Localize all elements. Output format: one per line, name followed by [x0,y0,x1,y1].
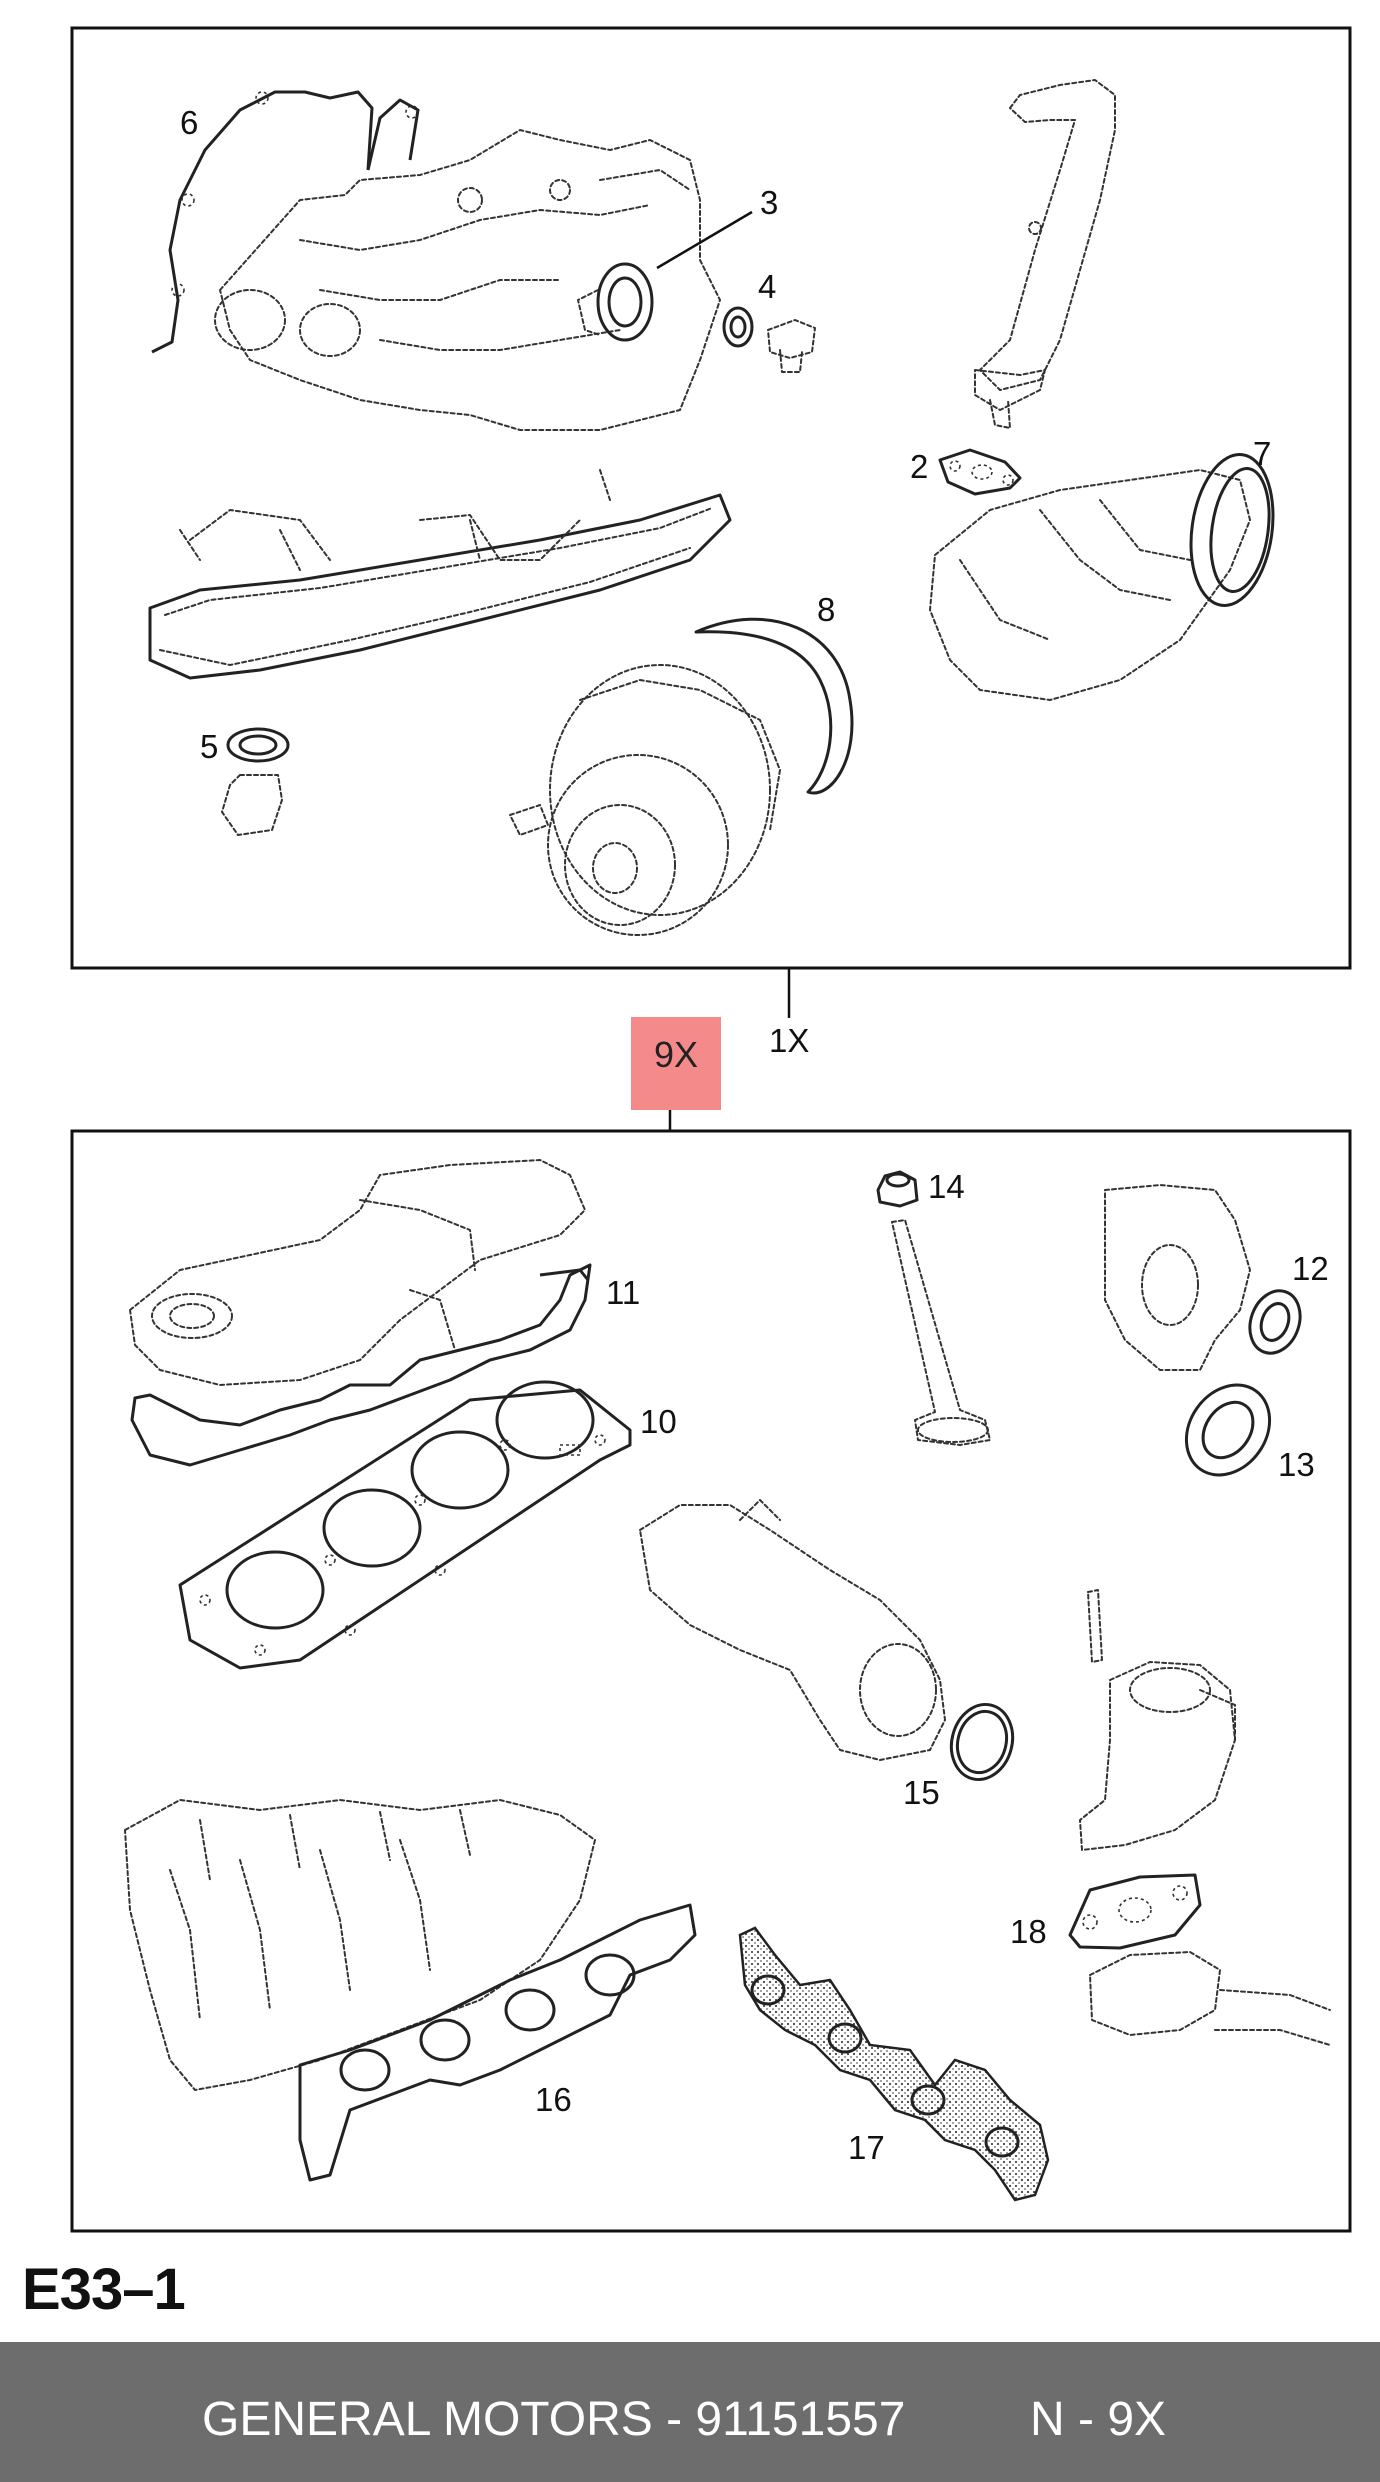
part-head-gasket-10 [178,1380,632,1670]
part-oil-seal-12 [1248,1289,1302,1355]
egr-valve-illustration [1079,1589,1236,1851]
block-corner-illustration [1104,1184,1251,1371]
callout-5: 5 [200,728,218,765]
part-front-oil-seal [577,262,654,342]
footer-reference: N - 9X [1030,2393,1167,2446]
callout-10: 10 [640,1403,677,1440]
egr-mounting-illustration [1089,1951,1331,2046]
part-seal-ring-4 [722,306,816,373]
thermostat-housing-illustration [639,1499,946,1761]
oil-pan-gasket-illustration [148,469,732,680]
callout-4: 4 [758,268,776,305]
upper-kit-quantity-label: 1X [769,1022,809,1059]
lower-kit-quantity-highlight [631,1017,721,1110]
footer-brand-part-number: GENERAL MOTORS - 91151557 [202,2393,906,2446]
part-oil-seal-13 [1184,1383,1272,1477]
callout-15: 15 [903,1774,940,1811]
engine-block-illustration [214,129,721,431]
footer-bar [0,2342,1380,2482]
lower-kit-panel [70,1129,1352,2233]
part-egr-gasket-18 [1068,1873,1202,1950]
callout-8: 8 [817,591,835,628]
callout-13: 13 [1278,1446,1315,1483]
lower-kit-quantity-label: 9X [653,1034,699,1075]
diagram-code: E33–1 [22,2257,186,2322]
dipstick-tube-illustration [974,79,1116,429]
callout-6: 6 [180,104,198,141]
callout-7: 7 [1253,435,1271,472]
part-exhaust-manifold-gasket-17 [738,1926,1050,2202]
callout-3: 3 [760,184,778,221]
part-rear-oil-seal-7 [1189,453,1275,607]
lower-callouts: 14 11 12 10 13 15 18 16 17 [535,1168,1329,2166]
part-thermostat-o-ring-15 [949,1702,1015,1782]
valve-illustration [891,1219,991,1446]
part-valve-cover-gasket-11 [130,1263,592,1467]
callout-11: 11 [606,1274,640,1311]
cylinder-head-illustration [129,1159,586,1386]
water-pump-illustration [509,664,781,936]
callout-2: 2 [910,448,928,485]
intake-manifold-illustration [124,1799,596,2091]
part-flange-gasket-2 [938,448,1022,496]
part-timing-cover-gasket [151,90,420,354]
exploded-parts-diagram: 3 4 6 2 7 8 5 1X [70,26,1352,2233]
upper-callouts: 3 4 6 2 7 8 5 [180,104,1271,765]
callout-18: 18 [1010,1913,1047,1950]
part-intake-manifold-gasket-16 [298,1903,697,2182]
part-water-pump-o-ring-8 [694,617,854,795]
callout-12: 12 [1292,1250,1329,1287]
part-valve-stem-seal-14 [876,1170,919,1208]
part-drain-plug-seal-5 [221,727,290,836]
callout-16: 16 [535,2081,572,2118]
callout-14: 14 [928,1168,965,1205]
crankshaft-illustration [929,469,1251,701]
callout-17: 17 [848,2129,885,2166]
